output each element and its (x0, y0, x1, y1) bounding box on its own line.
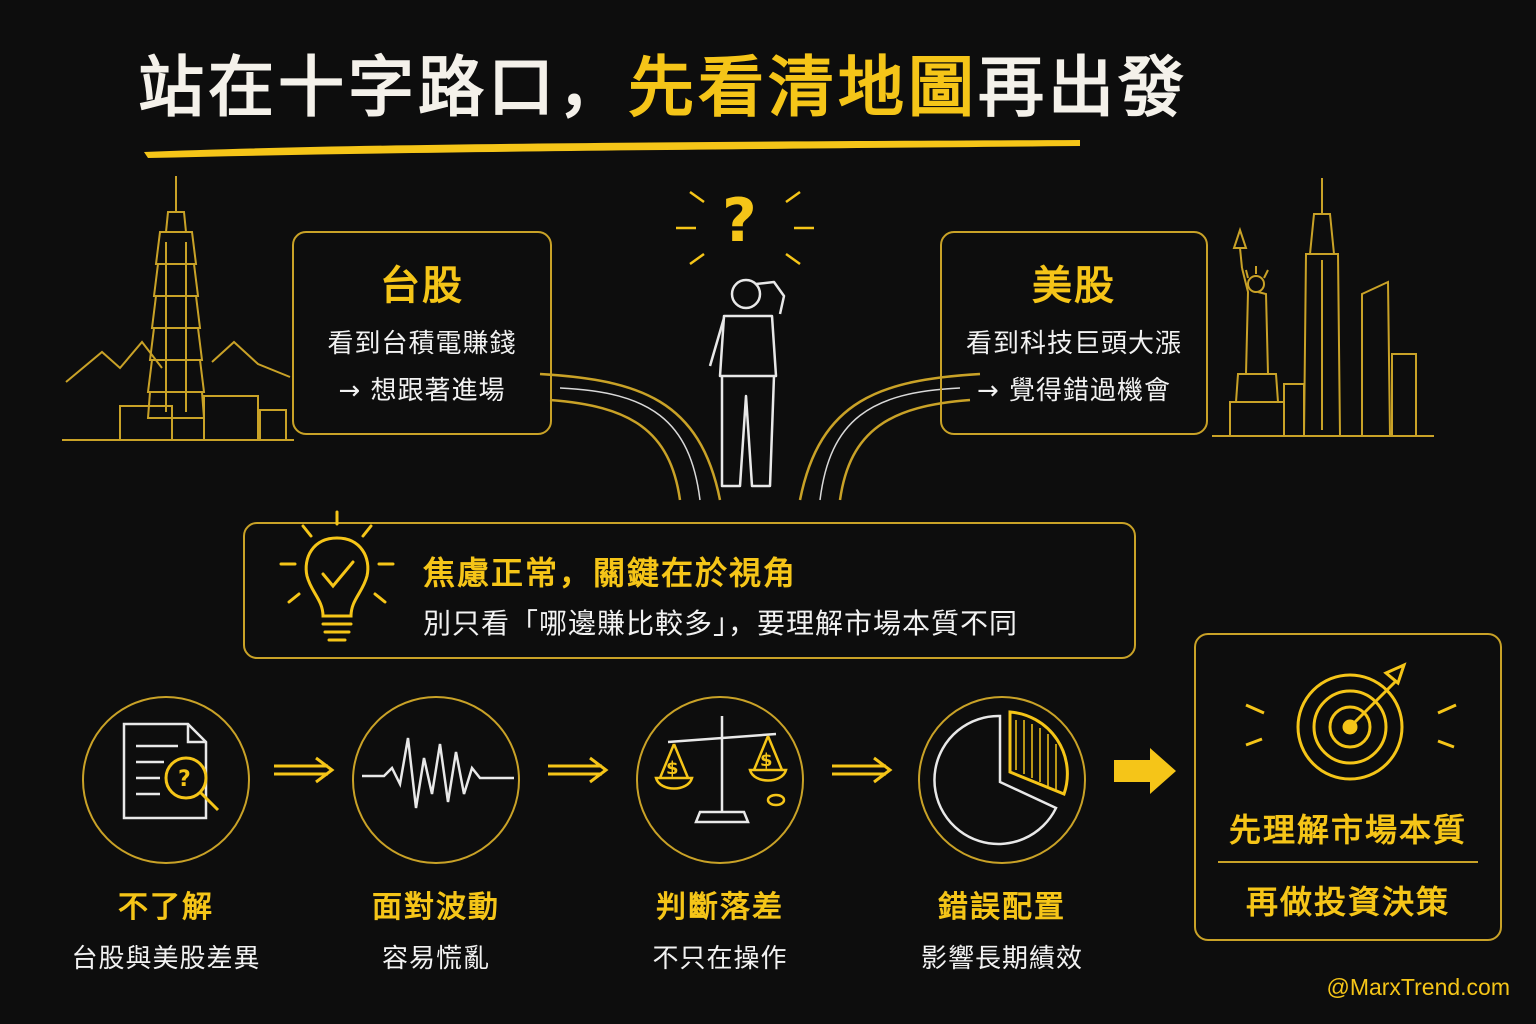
taiwan-stock-line-2: → 想跟著進場 (338, 376, 506, 406)
svg-text:?: ? (178, 767, 191, 792)
step-3-title: 判斷落差 (656, 890, 784, 925)
target-arrow-icon (1245, 662, 1457, 781)
question-mark-icon: ? (722, 186, 757, 256)
svg-text:$: $ (760, 750, 773, 771)
step-1-title: 不了解 (118, 890, 214, 925)
insight-text: 別只看「哪邊賺比較多」，要理解市場本質不同 (423, 607, 1019, 640)
watermark: @MarxTrend.com (1326, 974, 1510, 1000)
insight-title: 焦慮正常，關鍵在於視角 (423, 554, 798, 592)
final-line-2: 再做投資決策 (1245, 883, 1450, 921)
step-3: $ $ 判斷落差 不只在操作 (600, 696, 840, 975)
step-2-circle (352, 696, 520, 864)
insight-box: 焦慮正常，關鍵在於視角 別只看「哪邊賺比較多」，要理解市場本質不同 (243, 510, 1136, 659)
title-part-3: 再出發 (978, 49, 1188, 126)
final-divider (1218, 861, 1478, 863)
taiwan-stock-box: 台股 看到台積電賺錢 → 想跟著進場 (292, 231, 552, 435)
step-3-subtitle: 不只在操作 (652, 944, 788, 974)
step-2-subtitle: 容易慌亂 (381, 944, 490, 974)
step-4: 錯誤配置 影響長期績效 (882, 696, 1122, 975)
us-stock-box: 美股 看到科技巨頭大漲 → 覺得錯過機會 (940, 231, 1208, 435)
document-search-icon: ? (122, 722, 220, 820)
us-stock-line-1: 看到科技巨頭大漲 (965, 329, 1182, 359)
new-york-skyline-illustration (1212, 178, 1434, 437)
step-4-subtitle: 影響長期績效 (920, 944, 1083, 974)
step-4-title: 錯誤配置 (938, 890, 1066, 925)
arrow-right-icon (832, 756, 893, 784)
arrow-right-icon (548, 756, 609, 784)
final-line-1: 先理解市場本質 (1228, 811, 1467, 849)
taipei-101-illustration (62, 176, 294, 441)
us-stock-line-2: → 覺得錯過機會 (976, 376, 1172, 406)
volatility-wave-icon (362, 737, 514, 809)
lightbulb-check-icon (279, 510, 395, 642)
step-1-circle: ? (82, 696, 250, 864)
question-rays (676, 190, 814, 266)
title-underline (144, 140, 1080, 158)
us-stock-title: 美股 (1032, 263, 1116, 309)
final-conclusion-box: 先理解市場本質 再做投資決策 (1194, 633, 1502, 941)
step-1-subtitle: 台股與美股差異 (71, 944, 261, 974)
step-4-circle (918, 696, 1086, 864)
step-3-circle: $ $ (636, 696, 804, 864)
step-2: 面對波動 容易慌亂 (316, 696, 556, 975)
step-2-title: 面對波動 (372, 890, 500, 925)
taiwan-stock-line-1: 看到台積電賺錢 (327, 329, 517, 359)
title-part-1: 站在十字路口， (138, 49, 628, 126)
svg-text:$: $ (666, 758, 679, 779)
big-arrow-right-icon (1114, 748, 1176, 794)
balance-scale-icon: $ $ (654, 716, 788, 824)
person-icon (708, 278, 786, 488)
page-title: 站在十字路口，先看清地圖再出發 (138, 49, 1188, 126)
crossroads-illustration (539, 372, 981, 501)
arrow-right-icon (274, 756, 335, 784)
pie-chart-icon (933, 710, 1069, 846)
title-part-2: 先看清地圖 (628, 49, 978, 126)
step-1: ? 不了解 台股與美股差異 (46, 696, 286, 975)
taiwan-stock-title: 台股 (380, 263, 464, 309)
